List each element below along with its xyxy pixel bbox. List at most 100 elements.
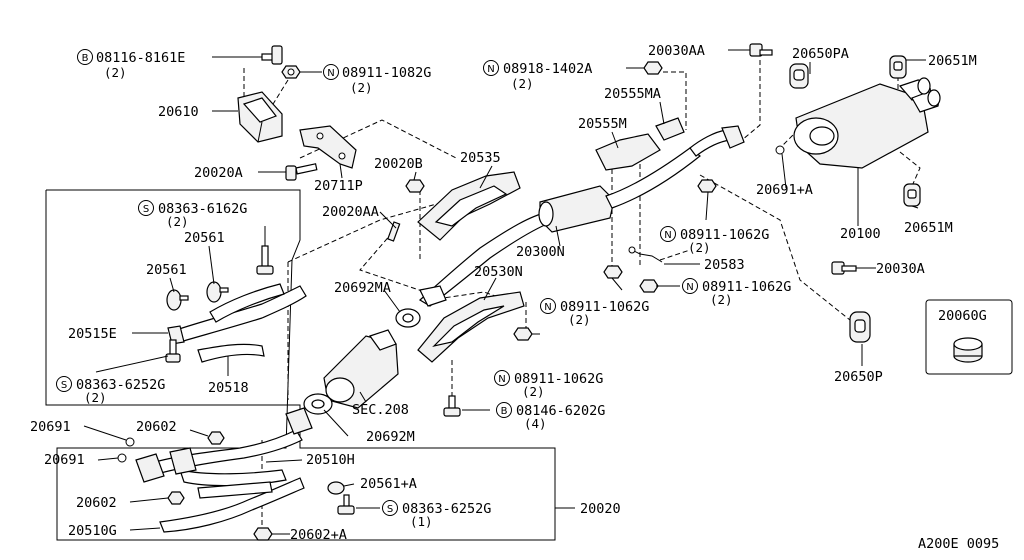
nut-08918-part [643,61,663,75]
label-08911-1082G: 08911-1082G [342,65,431,81]
label-08146-qty: (4) [524,416,547,431]
svg-text:S: S [143,204,149,215]
hanger-20651M-top-part [889,55,907,79]
label-sec208: SEC.208 [352,402,409,418]
label-08911-1062G-d: 08911-1062G [514,371,603,387]
center-pipe-20300N-part [418,147,701,307]
label-08116-8161E: 08116-8161E [96,50,185,66]
label-20530N: 20530N [474,264,523,280]
hanger-20650PA-part [789,63,809,89]
label-08116-qty: (2) [104,65,127,80]
gasket-20692MA-part [395,308,421,328]
prefix-circles: B N N S N N N S N B S [56,49,698,516]
label-20020B: 20020B [374,156,423,172]
nut-20020B-part [405,179,425,193]
svg-text:S: S [61,380,67,391]
bracket-20711P-part [299,125,357,169]
label-20692M: 20692M [366,429,415,445]
label-20020AA: 20020AA [322,204,379,220]
nut-prefix-08918: N [483,60,499,76]
label-20300N: 20300N [516,244,565,260]
label-20691-b: 20691 [44,452,85,468]
label-20602-b: 20602 [76,495,117,511]
left-group-frame [45,189,556,541]
label-08146-6202G: 08146-6202G [516,403,605,419]
lower-small-parts [117,431,355,541]
label-20555M: 20555M [578,116,627,132]
rear-pipe-part [595,117,745,171]
converter-sec208-part [323,329,399,409]
bolt-prefix-08116: B [77,49,93,65]
svg-text:N: N [498,374,505,385]
label-08363-6252G-b-qty: (1) [410,514,433,529]
svg-text:N: N [664,230,671,241]
label-08363-6252G-a: 08363-6252G [76,377,165,393]
svg-text:N: N [544,302,551,313]
bolt-20030AA-part [749,43,773,57]
label-20020A: 20020A [194,165,243,181]
nut-prefix-08911-1062-c: N [540,298,556,314]
label-20561-a: 20561 [184,230,225,246]
label-20030A: 20030A [876,261,925,277]
svg-text:N: N [487,64,494,75]
label-20691-a: 20691 [30,419,71,435]
nut-prefix-08911-1062-b: N [682,278,698,294]
nut-08911-1082-part [281,65,301,79]
clamps-20561-part [166,281,229,311]
label-20650PA: 20650PA [792,46,849,62]
front-pipes-20515E-part [167,283,307,363]
gasket-20692M-part [303,393,333,415]
nut-prefix-08911-1062-d: N [494,370,510,386]
label-08911-1062G-d-qty: (2) [522,384,545,399]
label-20651M-top: 20651M [928,53,977,69]
label-08918-1402A: 08918-1402A [503,61,592,77]
diagram-id: A200E 0095 [918,536,999,552]
heat-shield-20535-part [417,171,521,241]
label-20510H: 20510H [306,452,355,468]
svg-text:B: B [82,53,89,64]
label-20518: 20518 [208,380,249,396]
label-20711P: 20711P [314,178,363,194]
plug-20060G-part [953,337,983,363]
bolt-20020A-part [285,163,318,181]
label-08911-1062G-c: 08911-1062G [560,299,649,315]
label-20691A: 20691+A [756,182,813,198]
stud-20020AA-part [387,221,401,242]
label-20650P: 20650P [834,369,883,385]
label-20060G: 20060G [938,308,987,324]
hanger-20650P-part [849,311,871,343]
screw-prefix-08363-6252-a: S [56,376,72,392]
label-20030AA: 20030AA [648,43,705,59]
label-20583: 20583 [704,257,745,273]
bolt-prefix-08146: B [496,402,512,418]
y-pipe-20510-part [135,407,313,533]
label-08911-1062G-b: 08911-1062G [702,279,791,295]
label-20561-b: 20561 [146,262,187,278]
label-20602-a: 20602 [136,419,177,435]
svg-text:S: S [387,504,393,515]
part-labels: 08116-8161E (2) 08911-1082G (2) 20610 20… [30,43,999,552]
hanger-20583-part [628,246,663,263]
label-20561A: 20561+A [360,476,417,492]
label-20100: 20100 [840,226,881,242]
label-08918-qty: (2) [511,76,534,91]
label-08363-6162G: 08363-6162G [158,201,247,217]
label-20610: 20610 [158,104,199,120]
plug-inset-frame [925,299,1013,375]
svg-text:N: N [686,282,693,293]
label-08911-1062G-c-qty: (2) [568,312,591,327]
screw-prefix-08363-6162: S [138,200,154,216]
label-20515E: 20515E [68,326,117,342]
nut-prefix-08911-1082: N [323,64,339,80]
svg-text:B: B [501,406,508,417]
label-08363-6252G-a-qty: (2) [84,390,107,405]
label-08363-6162G-qty: (2) [166,214,189,229]
label-20020: 20020 [580,501,621,517]
clip-20691A-part [775,145,785,155]
bolt-08146-part [443,395,461,417]
label-08911-1082G-qty: (2) [350,80,373,95]
heat-shield-20530N-part [417,291,525,363]
label-20651M-bottom: 20651M [904,220,953,236]
label-20692MA: 20692MA [334,280,391,296]
